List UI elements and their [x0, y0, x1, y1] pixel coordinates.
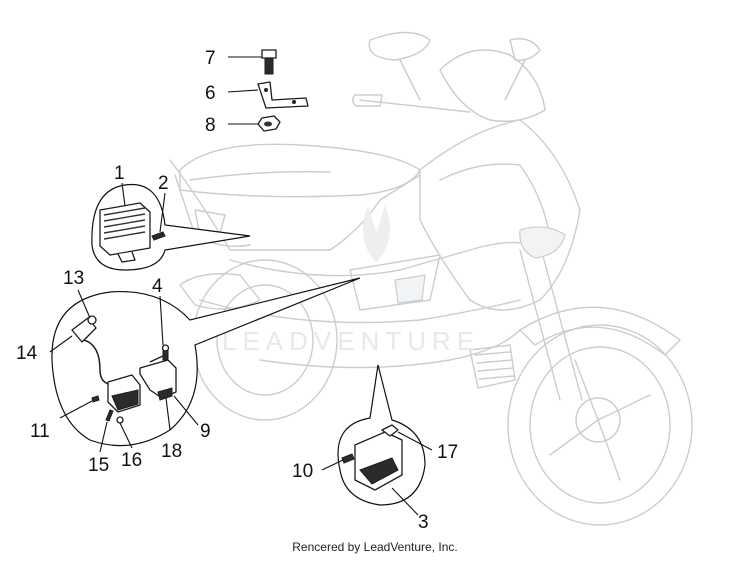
watermark-text: LEADVENTURE [222, 326, 480, 356]
callout-13: 13 [63, 268, 84, 289]
control-unit-part [354, 424, 403, 491]
callout-bubble-regulator [91, 183, 251, 271]
callout-16: 16 [121, 450, 142, 471]
callout-2: 2 [158, 173, 169, 194]
callout-numbers: 1 2 3 4 6 7 8 9 10 11 13 14 15 16 17 18 [16, 48, 458, 533]
callout-14: 14 [16, 343, 38, 364]
voltage-regulator-part [99, 202, 151, 263]
callout-9: 9 [200, 421, 211, 442]
watermark: LEADVENTURE [222, 205, 480, 356]
bracket-part-6 [257, 81, 309, 109]
callout-3: 3 [418, 512, 429, 533]
bracket-part [139, 354, 177, 401]
cdi-unit-part [107, 374, 141, 413]
nut-part-8 [257, 115, 281, 132]
top-hardware [257, 49, 309, 132]
scooter-outline [169, 31, 693, 526]
callout-17: 17 [437, 442, 458, 463]
callout-bubble-cdi [51, 277, 361, 447]
callout-18: 18 [161, 441, 182, 462]
bolt-part-7 [261, 49, 277, 75]
small-screws-part [91, 395, 124, 424]
callout-6: 6 [205, 83, 216, 104]
callout-8: 8 [205, 115, 216, 136]
callout-15: 15 [88, 455, 109, 476]
leader-lines [49, 56, 433, 516]
footer-credit: Rencered by LeadVenture, Inc. [292, 540, 458, 554]
callout-11: 11 [30, 421, 50, 442]
bolt-part [161, 344, 170, 361]
screw-part [151, 231, 166, 241]
screw-part-10 [341, 453, 355, 464]
callout-bubble-control-unit [337, 364, 426, 506]
callout-7: 7 [205, 48, 216, 69]
callout-10: 10 [292, 461, 313, 482]
callout-1: 1 [114, 163, 125, 184]
callout-4: 4 [152, 276, 163, 297]
